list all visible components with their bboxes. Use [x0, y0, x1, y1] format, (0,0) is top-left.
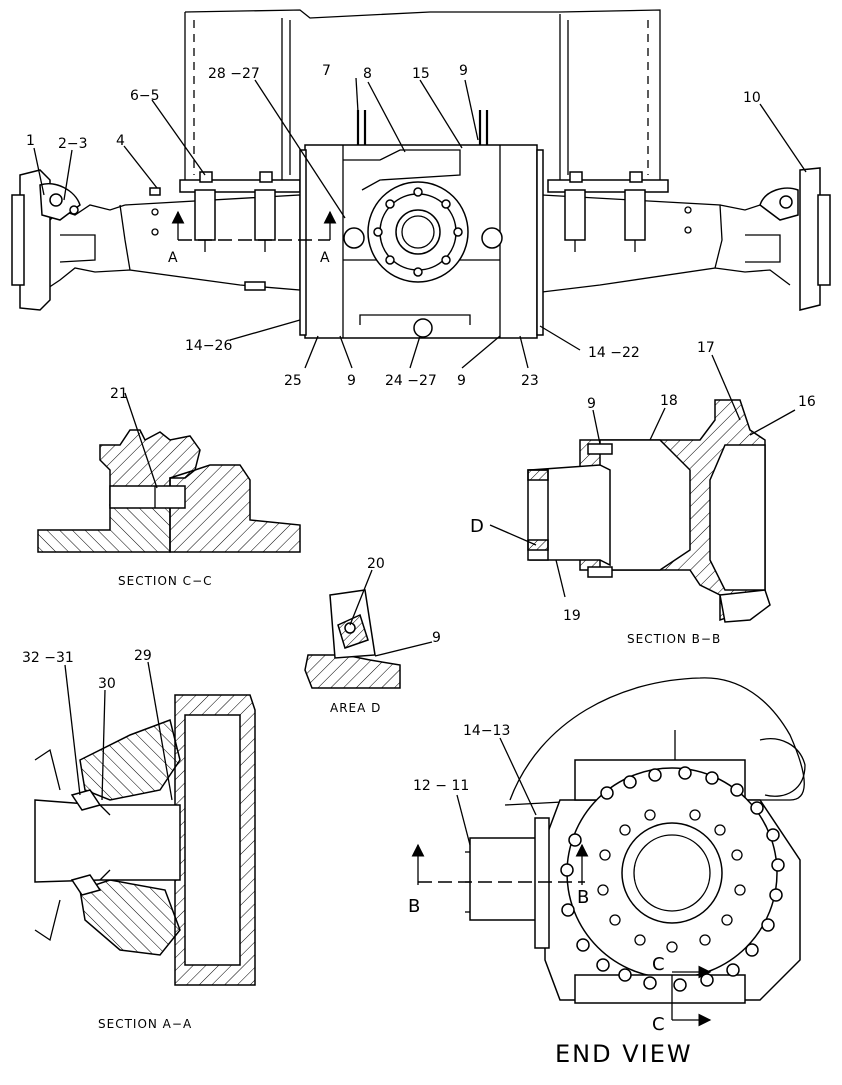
section-mark-a-right: A: [320, 250, 330, 266]
axle-assembly-view: [11, 9, 831, 339]
callout-21: 21: [110, 386, 128, 402]
callout-12-11: 12 − 11: [413, 778, 469, 794]
section-mark-a-left: A: [168, 250, 178, 266]
callout-25: 25: [284, 373, 302, 389]
flange-bolts-top: [373, 187, 463, 277]
callout-29: 29: [134, 648, 152, 664]
section-bb-view: [489, 354, 796, 623]
callout-9-a: 9: [347, 373, 356, 389]
callout-9-bb: 9: [587, 396, 596, 412]
callout-24-27: 24 −27: [385, 373, 437, 389]
callout-14-26: 14−26: [185, 338, 232, 354]
section-mark-b-left: B: [408, 896, 420, 917]
callout-6-5: 6−5: [130, 88, 160, 104]
end-view-bolts: [560, 766, 785, 992]
callout-20: 20: [367, 556, 385, 572]
callout-23: 23: [521, 373, 539, 389]
callout-32-31: 32 −31: [22, 650, 74, 666]
section-mark-c-bottom: C: [652, 1014, 665, 1035]
callout-17: 17: [697, 340, 715, 356]
section-mark-c-top: C: [652, 954, 665, 975]
area-d-view: [304, 569, 433, 689]
callout-30: 30: [98, 676, 116, 692]
callout-9-b: 9: [457, 373, 466, 389]
callout-8: 8: [363, 66, 372, 82]
caption-section-aa: SECTION A−A: [98, 1017, 192, 1031]
callout-2-3: 2−3: [58, 136, 88, 152]
caption-section-bb: SECTION B−B: [627, 632, 721, 646]
callout-14-13: 14−13: [463, 723, 510, 739]
callout-18: 18: [660, 393, 678, 409]
callout-9-area: 9: [432, 630, 441, 646]
caption-area-d: AREA D: [330, 701, 381, 715]
callout-16: 16: [798, 394, 816, 410]
section-cc-view: [37, 392, 301, 553]
section-aa-view: [34, 661, 256, 986]
leader-lines-top: [33, 77, 807, 369]
caption-section-cc: SECTION C−C: [118, 574, 213, 588]
callout-10: 10: [743, 90, 761, 106]
callout-9-top: 9: [459, 63, 468, 79]
callout-7: 7: [322, 63, 331, 79]
callout-14-22: 14 −22: [588, 345, 640, 361]
caption-end-view: END VIEW: [555, 1040, 693, 1068]
callout-15: 15: [412, 66, 430, 82]
section-mark-b-right: B: [577, 887, 589, 908]
callout-1: 1: [26, 133, 35, 149]
callout-4: 4: [116, 133, 125, 149]
section-mark-d: D: [470, 516, 484, 537]
callout-19: 19: [563, 608, 581, 624]
callout-28-27: 28 −27: [208, 66, 260, 82]
